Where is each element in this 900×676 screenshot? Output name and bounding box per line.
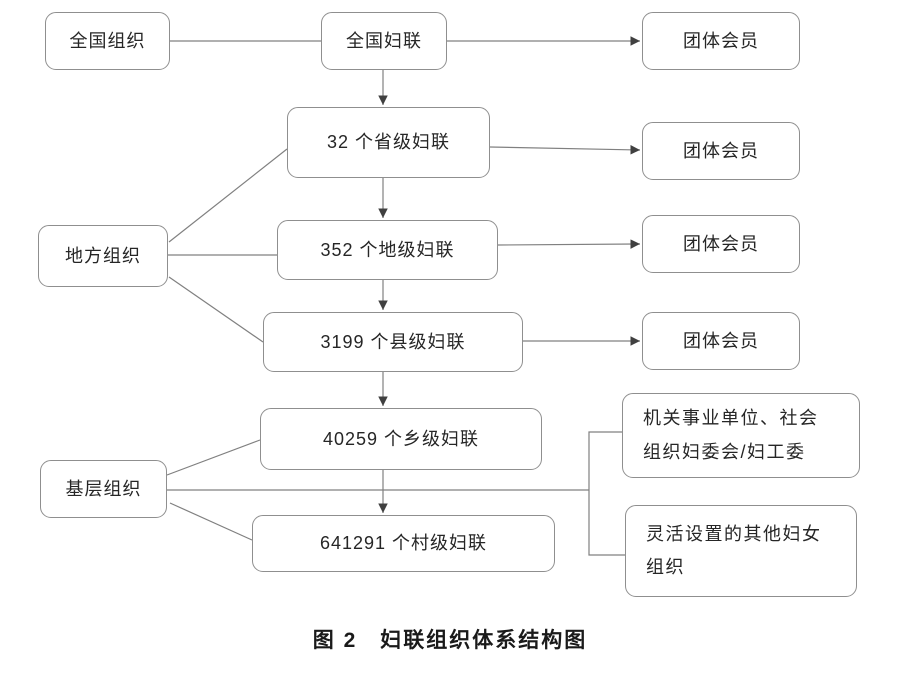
- node-national-federation: 全国妇联: [321, 12, 447, 70]
- node-label-line2: 组织妇委会/妇工委: [643, 441, 806, 462]
- figure-caption: 图 2 妇联组织体系结构图: [312, 629, 588, 652]
- edge-prefecture-to-group-member-3: [497, 239, 641, 249]
- node-label: 641291 个村级妇联: [319, 533, 488, 554]
- edge-provincial-to-group-member-2: [489, 145, 641, 155]
- edge-grassroots-to-village: [169, 502, 253, 541]
- node-label: 352 个地级妇联: [320, 239, 455, 260]
- node-group-member-2: 团体会员: [642, 122, 800, 180]
- node-label-line1: 机关事业单位、社会: [643, 408, 819, 429]
- edge-local-org-to-provincial: [168, 148, 288, 243]
- node-label: 团体会员: [683, 233, 759, 254]
- node-group-member-4: 团体会员: [642, 312, 800, 370]
- node-flexible-org: 灵活设置的其他妇女 组织: [625, 505, 857, 597]
- node-group-member-1: 团体会员: [642, 12, 800, 70]
- node-village-federation: 641291 个村级妇联: [252, 515, 555, 572]
- node-label: 团体会员: [683, 30, 759, 51]
- node-local-org: 地方组织: [38, 225, 168, 287]
- node-org-committee: 机关事业单位、社会 组织妇委会/妇工委: [622, 393, 860, 478]
- node-label: 团体会员: [683, 330, 759, 351]
- node-label-line1: 灵活设置的其他妇女: [646, 523, 822, 544]
- node-township-federation: 40259 个乡级妇联: [260, 408, 542, 470]
- edge-grassroots-to-township: [166, 439, 261, 476]
- node-grassroots-org: 基层组织: [40, 460, 167, 518]
- bracket-right-orgs: [588, 431, 625, 556]
- node-label: 40259 个乡级妇联: [322, 428, 480, 449]
- node-label: 3199 个县级妇联: [320, 331, 466, 352]
- node-label: 全国组织: [69, 30, 146, 51]
- node-group-member-3: 团体会员: [642, 215, 800, 273]
- edge-local-org-to-county: [168, 276, 264, 343]
- node-label: 地方组织: [65, 245, 141, 266]
- node-provincial-federation: 32 个省级妇联: [287, 107, 490, 178]
- node-label-line2: 组织: [646, 557, 685, 577]
- node-label: 团体会员: [683, 140, 759, 161]
- node-label: 32 个省级妇联: [326, 132, 451, 153]
- node-prefecture-federation: 352 个地级妇联: [277, 220, 498, 280]
- node-label: 基层组织: [65, 478, 142, 499]
- node-national-org: 全国组织: [45, 12, 170, 70]
- node-label: 全国妇联: [346, 30, 422, 51]
- node-county-federation: 3199 个县级妇联: [263, 312, 523, 372]
